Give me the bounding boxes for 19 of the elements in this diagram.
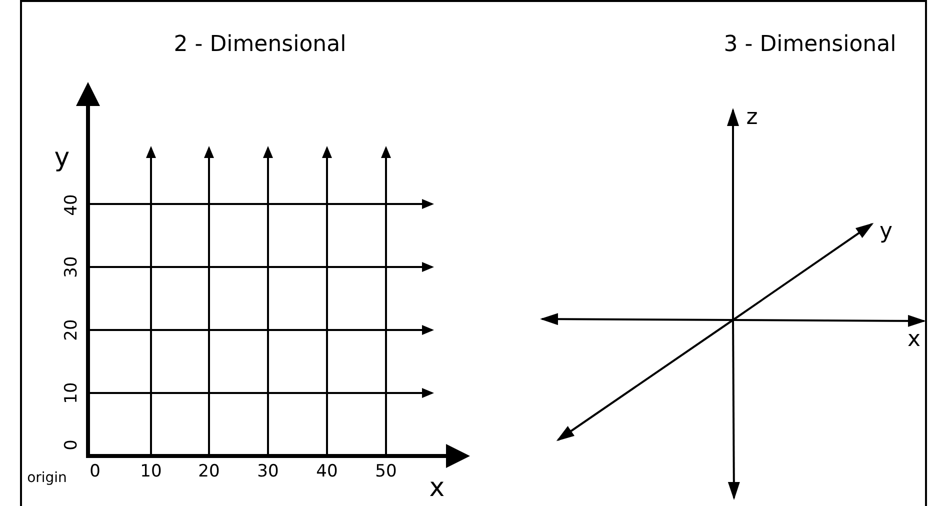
tick-label: 0: [64, 440, 80, 450]
tick-label: 20: [64, 319, 80, 341]
axis-label: y: [879, 221, 893, 243]
heading: 2 - Dimensional: [174, 34, 346, 56]
tick-label: 50: [375, 464, 397, 480]
axis-label: x: [907, 329, 921, 351]
tick-label: 10: [140, 464, 162, 480]
axis-label: y: [54, 145, 70, 171]
tick-label: 20: [198, 464, 220, 480]
axis-caption: origin: [27, 471, 67, 485]
tick-label: 10: [64, 382, 80, 404]
tick-label: 0: [90, 464, 100, 480]
axis-label: z: [746, 107, 758, 129]
axis-label: x: [429, 475, 445, 501]
heading: 3 - Dimensional: [724, 34, 896, 56]
tick-label: 40: [64, 194, 80, 216]
tick-label: 40: [316, 464, 338, 480]
tick-label: 30: [257, 464, 279, 480]
tick-label: 30: [64, 256, 80, 278]
